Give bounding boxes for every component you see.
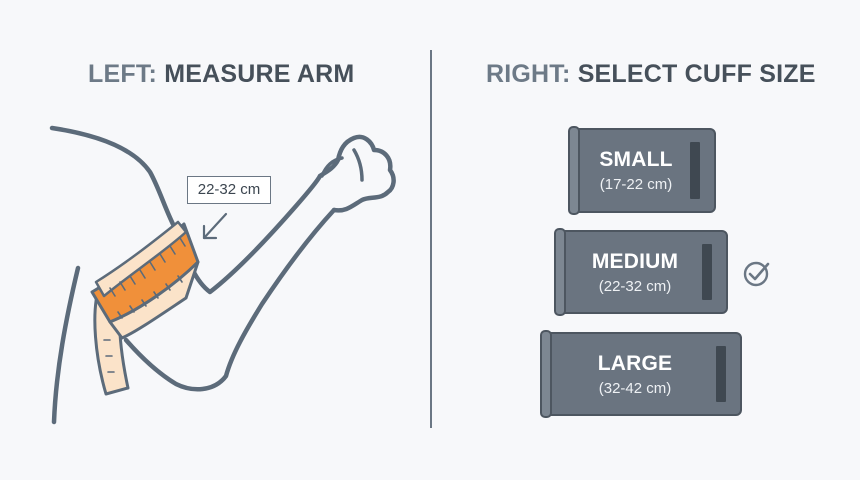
cuff-label: LARGE (32-42 cm) [558,352,712,397]
fist-outline [317,134,396,213]
cuff-option-small[interactable]: SMALL (17-22 cm) [568,126,716,215]
measurement-label: 22-32 cm [187,176,271,204]
cuff-range: (17-22 cm) [599,176,673,193]
left-heading-prefix: LEFT: [88,60,158,88]
cuff-option-large[interactable]: LARGE (32-42 cm) [540,330,742,418]
cuff-name: SMALL [599,148,673,171]
cuff-name: LARGE [597,352,673,375]
tape-inner-band [108,260,200,340]
left-heading: LEFT: MEASURE ARM [88,60,354,89]
cuff-range: (32-42 cm) [598,380,672,397]
arrow-down-left-icon [202,212,228,240]
left-heading-text: MEASURE ARM [164,60,355,88]
cuff-label: MEDIUM (22-32 cm) [572,250,698,295]
cuff-range: (22-32 cm) [598,278,672,295]
tape-upper-band [94,220,188,298]
cuff-velcro-strip [702,244,712,300]
torso-outline [51,265,81,425]
cuff-velcro-strip [716,346,726,402]
cuff-label: SMALL (17-22 cm) [586,148,686,193]
panel-divider [430,50,432,428]
cuff-name: MEDIUM [591,250,679,273]
cuff-cap [554,228,566,316]
arm-illustration [49,125,396,425]
cuff-cap [568,126,580,215]
cuff-velcro-strip [690,142,700,199]
arm-outline-bottom [123,207,337,392]
cuff-option-medium[interactable]: MEDIUM (22-32 cm) [554,228,728,316]
cuff-cap [540,330,552,418]
check-circle-icon [743,261,770,287]
measuring-tape [90,220,200,396]
thumb-outline [320,148,364,182]
right-heading: RIGHT: SELECT CUFF SIZE [486,60,816,89]
right-heading-prefix: RIGHT: [486,60,571,88]
right-heading-text: SELECT CUFF SIZE [577,60,816,88]
tape-ticks [103,237,186,373]
